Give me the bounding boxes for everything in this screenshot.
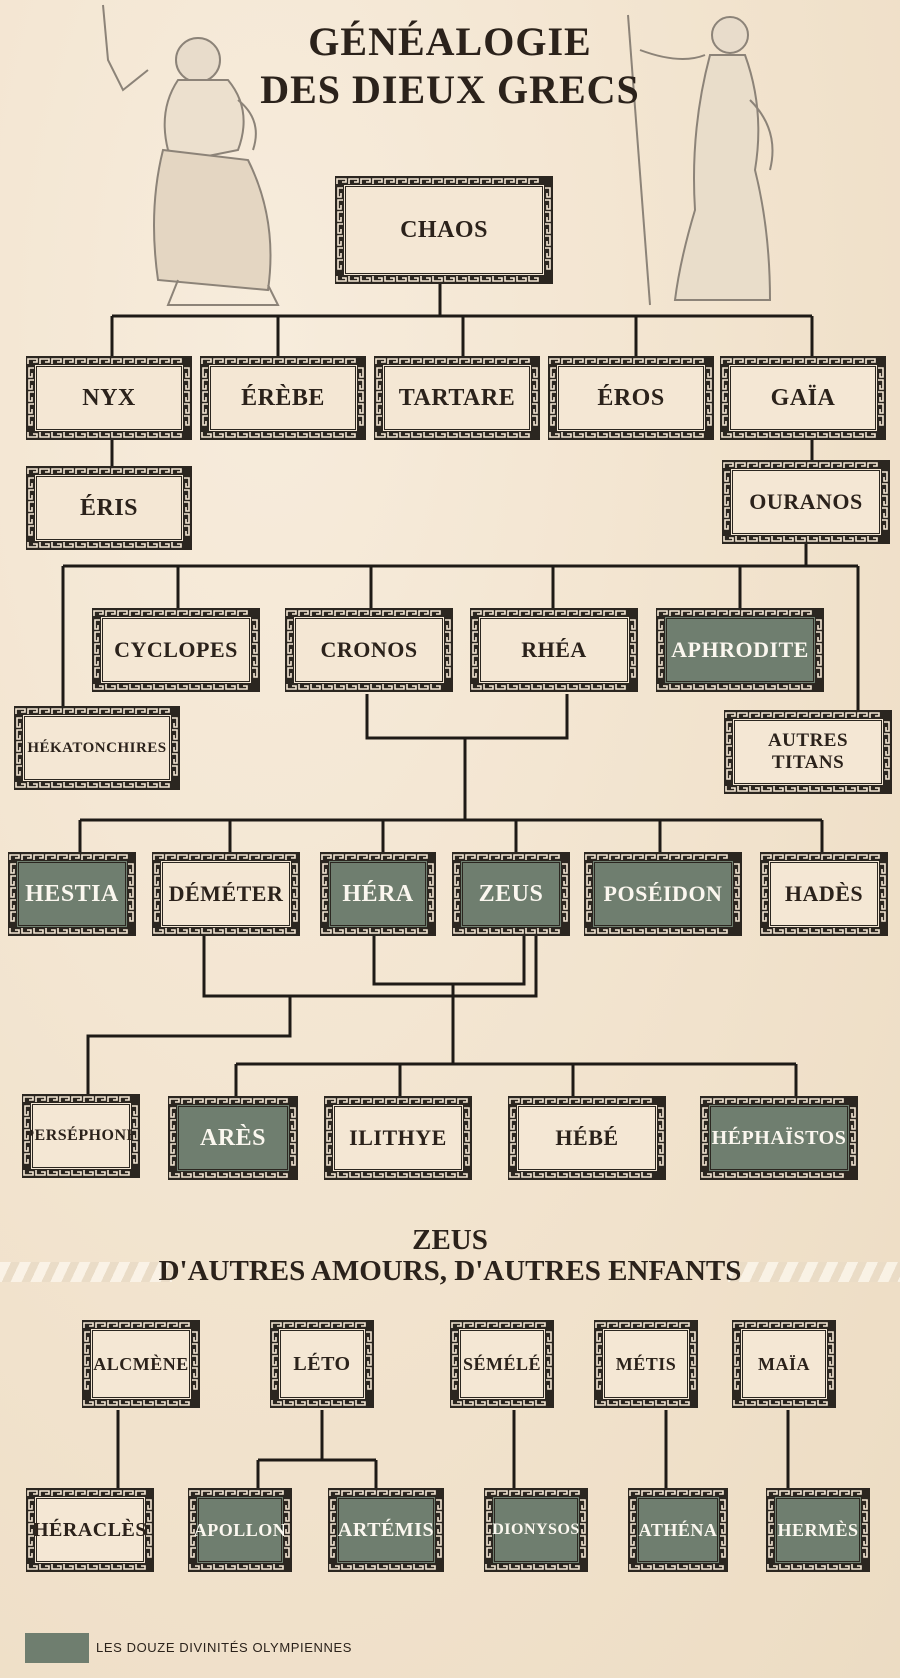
node-leto: LÉTO — [270, 1320, 374, 1408]
zeus-section-line-1: ZEUS — [412, 1224, 488, 1256]
page-title: GÉNÉALOGIE DES DIEUX GRECS — [0, 18, 900, 114]
connector-cronos-rhea — [78, 694, 824, 852]
node-label: HÉRA — [328, 860, 428, 928]
node-rhea: RHÉA — [470, 608, 638, 692]
node-label: HÉPHAÏSTOS — [708, 1104, 850, 1172]
node-demeter: DÉMÉTER — [152, 852, 300, 936]
node-chaos: CHAOS — [335, 176, 553, 284]
node-label: TARTARE — [382, 364, 532, 432]
title-line-1: GÉNÉALOGIE — [308, 19, 592, 64]
node-label: HERMÈS — [774, 1496, 862, 1564]
node-athena: ATHÉNA — [628, 1488, 728, 1572]
node-label: OURANOS — [730, 468, 882, 536]
node-hera: HÉRA — [320, 852, 436, 936]
node-erebe: ÉRÈBE — [200, 356, 366, 440]
node-eros: ÉROS — [548, 356, 714, 440]
node-label: AUTRES TITANS — [732, 718, 884, 786]
legend-olympian-swatch — [25, 1633, 89, 1663]
connector-leto — [256, 1410, 378, 1490]
zeus-statue-illustration — [102, 4, 280, 306]
node-hades: HADÈS — [760, 852, 888, 936]
decorative-band-right — [728, 1262, 900, 1282]
node-aphrodite: APHRODITE — [656, 608, 824, 692]
connector-chaos — [110, 284, 814, 356]
legend-label: LES DOUZE DIVINITÉS OLYMPIENNES — [96, 1640, 353, 1655]
node-hestia: HESTIA — [8, 852, 136, 936]
node-poseidon: POSÉIDON — [584, 852, 742, 936]
connector-hera-zeus — [234, 936, 798, 1096]
node-label: DIONYSOS — [492, 1496, 580, 1564]
connector-ouranos — [61, 544, 860, 710]
node-label: ZEUS — [460, 860, 562, 928]
node-eris: ÉRIS — [26, 466, 192, 550]
node-label: HÉBÉ — [516, 1104, 658, 1172]
node-hekatonchires: HÉKATONCHIRES — [14, 706, 180, 790]
node-label: ARÈS — [176, 1104, 290, 1172]
node-semele: SÉMÉLÉ — [450, 1320, 554, 1408]
node-nyx: NYX — [26, 356, 192, 440]
node-hebe: HÉBÉ — [508, 1096, 666, 1180]
node-gaia: GAÏA — [720, 356, 886, 440]
zeus-section-title: ZEUS D'AUTRES AMOURS, D'AUTRES ENFANTS — [0, 1225, 900, 1287]
node-label: POSÉIDON — [592, 860, 734, 928]
node-ouranos: OURANOS — [722, 460, 890, 544]
node-label: SÉMÉLÉ — [458, 1328, 546, 1400]
node-label: LÉTO — [278, 1328, 366, 1400]
node-ilithye: ILITHYE — [324, 1096, 472, 1180]
hera-statue-illustration — [627, 14, 774, 306]
node-label: CHAOS — [343, 184, 545, 276]
node-label: ARTÉMIS — [336, 1496, 436, 1564]
node-label: ÉRÈBE — [208, 364, 358, 432]
connector-demeter-zeus — [86, 936, 538, 1094]
node-zeus: ZEUS — [452, 852, 570, 936]
node-heracles: HÉRACLÈS — [26, 1488, 154, 1572]
node-label: APHRODITE — [664, 616, 816, 684]
node-label: HESTIA — [16, 860, 128, 928]
node-persephone: PERSÉPHONE — [22, 1094, 140, 1178]
node-label: MÉTIS — [602, 1328, 690, 1400]
decorative-band-left — [0, 1262, 172, 1282]
node-artemis: ARTÉMIS — [328, 1488, 444, 1572]
node-label: CRONOS — [293, 616, 445, 684]
node-autres-titans: AUTRES TITANS — [724, 710, 892, 794]
node-maia: MAÏA — [732, 1320, 836, 1408]
node-cyclopes: CYCLOPES — [92, 608, 260, 692]
node-label: APOLLON — [194, 1496, 286, 1564]
node-label: ÉRIS — [34, 474, 184, 542]
node-alcmene: ALCMÈNE — [82, 1320, 200, 1408]
node-label: NYX — [34, 364, 184, 432]
node-label: HÉRACLÈS — [33, 1496, 147, 1564]
node-label: ALCMÈNE — [90, 1328, 192, 1400]
node-label: HÉKATONCHIRES — [22, 714, 172, 782]
node-apollon: APOLLON — [188, 1488, 292, 1572]
node-label: MAÏA — [740, 1328, 828, 1400]
node-label: PERSÉPHONE — [24, 1102, 137, 1170]
node-label: ATHÉNA — [636, 1496, 720, 1564]
node-label: GAÏA — [728, 364, 878, 432]
node-label: DÉMÉTER — [160, 860, 292, 928]
node-label: ILITHYE — [332, 1104, 464, 1172]
node-cronos: CRONOS — [285, 608, 453, 692]
node-label: CYCLOPES — [100, 616, 252, 684]
node-tartare: TARTARE — [374, 356, 540, 440]
node-metis: MÉTIS — [594, 1320, 698, 1408]
node-ares: ARÈS — [168, 1096, 298, 1180]
node-hephaistos: HÉPHAÏSTOS — [700, 1096, 858, 1180]
node-dionysos: DIONYSOS — [484, 1488, 588, 1572]
zeus-section-line-2: D'AUTRES AMOURS, D'AUTRES ENFANTS — [158, 1255, 742, 1287]
node-hermes: HERMÈS — [766, 1488, 870, 1572]
title-line-2: DES DIEUX GRECS — [260, 67, 640, 112]
node-label: RHÉA — [478, 616, 630, 684]
node-label: HADÈS — [768, 860, 880, 928]
node-label: ÉROS — [556, 364, 706, 432]
